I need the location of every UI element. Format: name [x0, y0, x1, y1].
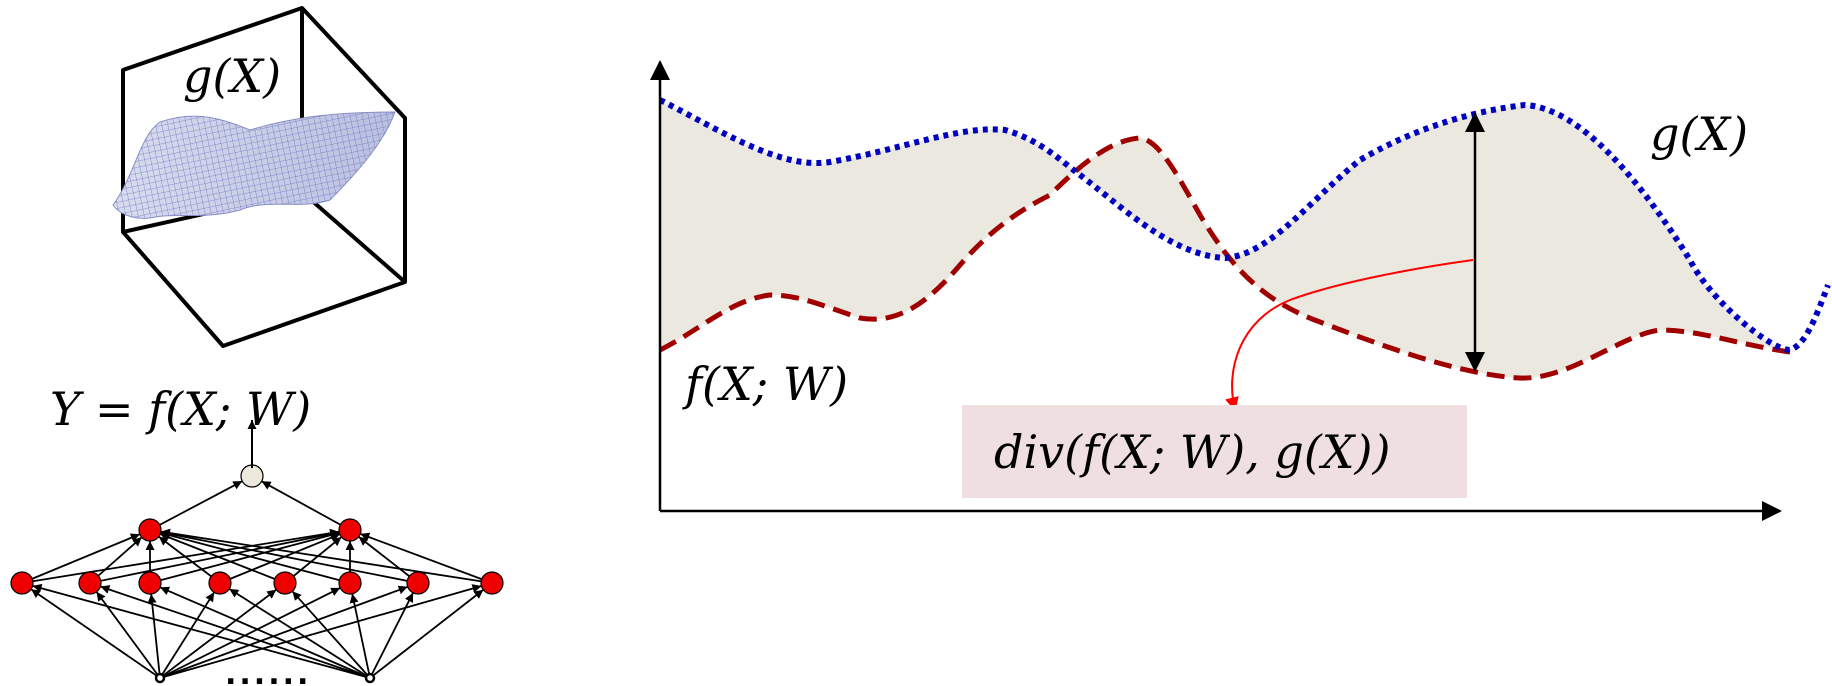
input-edge	[147, 593, 161, 679]
output-edge	[261, 480, 351, 531]
hidden-node	[208, 571, 232, 595]
hidden-edge	[358, 536, 419, 584]
hidden-node	[406, 571, 430, 595]
input-node	[154, 672, 166, 684]
function-surface	[112, 111, 396, 219]
hidden-edge	[159, 533, 286, 584]
divergence-label: div(f(X; W), g(X))	[994, 425, 1390, 479]
hidden-edge	[158, 535, 221, 584]
input-edge	[100, 585, 371, 679]
network-edges	[21, 480, 493, 679]
input-edge	[291, 590, 371, 679]
divergence-pointer-arrow	[1225, 259, 1474, 412]
input-edge	[32, 583, 371, 679]
hidden-edge	[359, 532, 493, 584]
network-output-label: Y = f(X; W)	[50, 382, 311, 436]
input-edge	[30, 588, 161, 679]
hidden-edge	[160, 530, 351, 584]
model-curve	[658, 135, 1791, 381]
hidden-node	[10, 571, 34, 595]
input-edge	[159, 586, 371, 679]
hidden-edge	[21, 533, 141, 584]
hidden-edge	[160, 528, 493, 584]
surface-label: g(X)	[183, 49, 281, 103]
input-ellipsis: ......	[225, 657, 311, 686]
hidden-edge	[89, 529, 340, 584]
divergence-plot: div(f(X; W), g(X)) g(X) f(X; W)	[650, 60, 1831, 521]
divergence-label-box	[962, 405, 1467, 498]
input-edge	[159, 587, 341, 679]
input-edge	[349, 593, 371, 679]
hidden-node	[338, 571, 362, 595]
hidden-node	[138, 518, 162, 542]
divergence-area	[660, 100, 1790, 379]
input-edge	[369, 592, 414, 679]
input-edge	[159, 584, 482, 679]
input-edge	[95, 591, 161, 679]
output-edge	[149, 480, 243, 531]
hidden-node	[78, 571, 102, 595]
hidden-node	[338, 518, 362, 542]
network-panel: Y = f(X; W) ......	[10, 382, 504, 686]
input-edge	[159, 585, 408, 679]
hidden-edge	[160, 529, 419, 584]
hidden-edge	[21, 528, 340, 584]
hidden-node	[138, 571, 162, 595]
hidden-edge	[219, 533, 341, 584]
surface-panel: g(X)	[112, 6, 407, 348]
hidden-node	[273, 571, 297, 595]
target-curve-label: g(X)	[1650, 107, 1748, 161]
input-node	[364, 672, 376, 684]
target-curve	[658, 97, 1831, 354]
input-edge	[228, 588, 371, 679]
network-nodes	[10, 464, 504, 684]
input-edge	[159, 588, 277, 679]
input-edge	[369, 589, 484, 679]
output-node	[240, 464, 264, 488]
hidden-node	[480, 571, 504, 595]
hidden-edge	[284, 536, 343, 584]
hidden-edge	[149, 530, 340, 584]
model-curve-label: f(X; W)	[682, 357, 848, 411]
